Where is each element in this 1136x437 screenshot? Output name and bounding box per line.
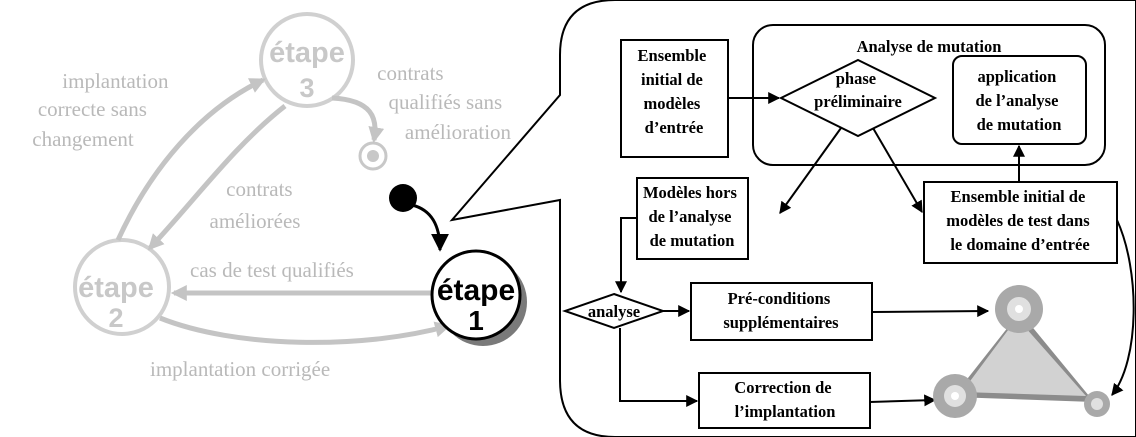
label-s3-to-s2-line2: améliorées xyxy=(210,209,301,233)
faded-cycle: étape 3 étape 2 implantation correcte sa… xyxy=(32,12,512,381)
initial-models-line4: d’entrée xyxy=(645,118,704,137)
initial-test-models-line2: modèles de test dans xyxy=(946,211,1090,230)
initial-models-line3: modèles xyxy=(644,94,701,113)
preliminary-phase-line2: préliminaire xyxy=(814,92,902,111)
preconditions-text: Pré-conditions supplémentaires xyxy=(723,289,839,332)
arrow-start-to-s1 xyxy=(411,203,449,252)
arrow-preconditions-to-triangle xyxy=(871,305,990,318)
correction-line1: Correction de xyxy=(734,378,831,397)
correction-box xyxy=(698,372,871,429)
correction-text: Correction de l’implantation xyxy=(734,378,835,421)
arrow-s3-to-end xyxy=(331,95,385,144)
apply-mutation-line3: de mutation xyxy=(977,115,1062,134)
label-s2-to-s1: implantation corrigée xyxy=(150,357,330,381)
label-s2-to-s3: implantation correcte sans changement xyxy=(32,69,173,151)
preconditions-box xyxy=(690,282,873,341)
arrow-s2-to-s3 xyxy=(115,77,266,242)
label-s3-to-end-line2: qualifiés sans xyxy=(389,90,503,114)
stage-2-number: 2 xyxy=(108,303,123,333)
stage-1-word: étape xyxy=(437,274,515,307)
label-s1-to-s2: cas de test qualifiés xyxy=(190,258,354,282)
detail-flowchart: Analyse de mutation Ensemble initial de … xyxy=(561,24,1135,429)
initial-test-models-line1: Ensemble initial de xyxy=(951,187,1086,206)
preconditions-line2: supplémentaires xyxy=(723,313,839,332)
arrow-s2-to-s1 xyxy=(159,315,452,345)
analysis-text: analyse xyxy=(588,302,640,321)
models-outside-line3: de mutation xyxy=(650,231,735,250)
arrow-test-models-to-triangle xyxy=(1111,219,1135,396)
models-outside-line1: Modèles hors xyxy=(643,183,738,202)
label-s2-to-s3-line1: implantation xyxy=(62,69,169,93)
mutation-group-title: Analyse de mutation xyxy=(857,37,1002,56)
arrow-phase-to-outside xyxy=(779,127,842,214)
arrow-s3-to-s2 xyxy=(147,104,287,251)
correction-line2: l’implantation xyxy=(735,402,836,421)
apply-mutation-line1: application xyxy=(978,67,1057,86)
stage-2-word: étape xyxy=(78,272,154,304)
initial-models-box xyxy=(620,39,729,158)
initial-models-text: Ensemble initial de modèles d’entrée xyxy=(638,46,711,137)
arrow-phase-to-test-models xyxy=(872,127,923,214)
preconditions-line1: Pré-conditions xyxy=(728,289,831,308)
apply-mutation-line2: de l’analyse xyxy=(975,91,1058,110)
label-s2-to-s3-line2: correcte sans xyxy=(38,97,147,121)
arrow-outside-to-analysis xyxy=(615,217,637,294)
start-state-dot xyxy=(389,184,417,212)
stage-3-word: étape xyxy=(269,37,345,69)
end-state-node xyxy=(358,141,388,171)
initial-test-models-text: Ensemble initial de modèles de test dans… xyxy=(946,187,1094,254)
preliminary-phase-text: phase préliminaire xyxy=(814,69,902,111)
label-s3-to-end: contrats qualifiés sans amélioration xyxy=(377,61,511,144)
label-s3-to-end-line1: contrats xyxy=(377,61,443,85)
arrow-analysis-to-correction xyxy=(619,328,699,407)
stage-1-node: étape 1 xyxy=(430,249,527,346)
models-outside-text: Modèles hors de l’analyse de mutation xyxy=(643,183,741,250)
initial-test-models-box xyxy=(923,181,1118,264)
arrow-correction-to-triangle xyxy=(869,394,937,407)
analysis-diamond xyxy=(561,292,667,330)
models-outside-line2: de l’analyse xyxy=(648,207,731,226)
stage-2-node: étape 2 xyxy=(73,238,171,336)
initial-test-models-line3: le domaine d’entrée xyxy=(950,235,1089,254)
preliminary-phase-line1: phase xyxy=(836,69,876,88)
initial-models-line2: initial de xyxy=(641,70,703,89)
apply-mutation-box xyxy=(952,55,1087,145)
apply-mutation-text: application de l’analyse de mutation xyxy=(975,67,1062,134)
mini-cycle-triangle-icon xyxy=(933,285,1110,418)
label-s2-to-s3-line3: changement xyxy=(32,127,134,151)
stage-3-number: 3 xyxy=(299,73,314,103)
label-s3-to-s2: contrats améliorées xyxy=(210,177,301,233)
stage-3-node: étape 3 xyxy=(259,12,355,108)
label-s3-to-end-line3: amélioration xyxy=(405,120,512,144)
preliminary-phase-diamond xyxy=(778,58,938,138)
stage-1-number: 1 xyxy=(468,305,484,336)
initial-models-line1: Ensemble xyxy=(638,46,707,65)
label-s3-to-s2-line1: contrats xyxy=(226,177,292,201)
